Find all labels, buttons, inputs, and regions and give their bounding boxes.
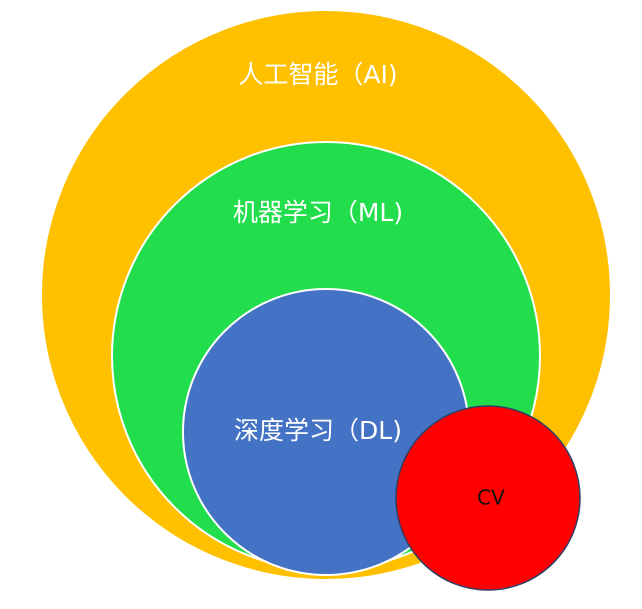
ai-label: 人工智能（AI) xyxy=(238,60,397,89)
cv-label: CV xyxy=(477,486,505,510)
dl-label: 深度学习（DL) xyxy=(234,416,402,445)
cv-circle xyxy=(395,405,581,591)
ml-label: 机器学习（ML) xyxy=(233,198,403,227)
